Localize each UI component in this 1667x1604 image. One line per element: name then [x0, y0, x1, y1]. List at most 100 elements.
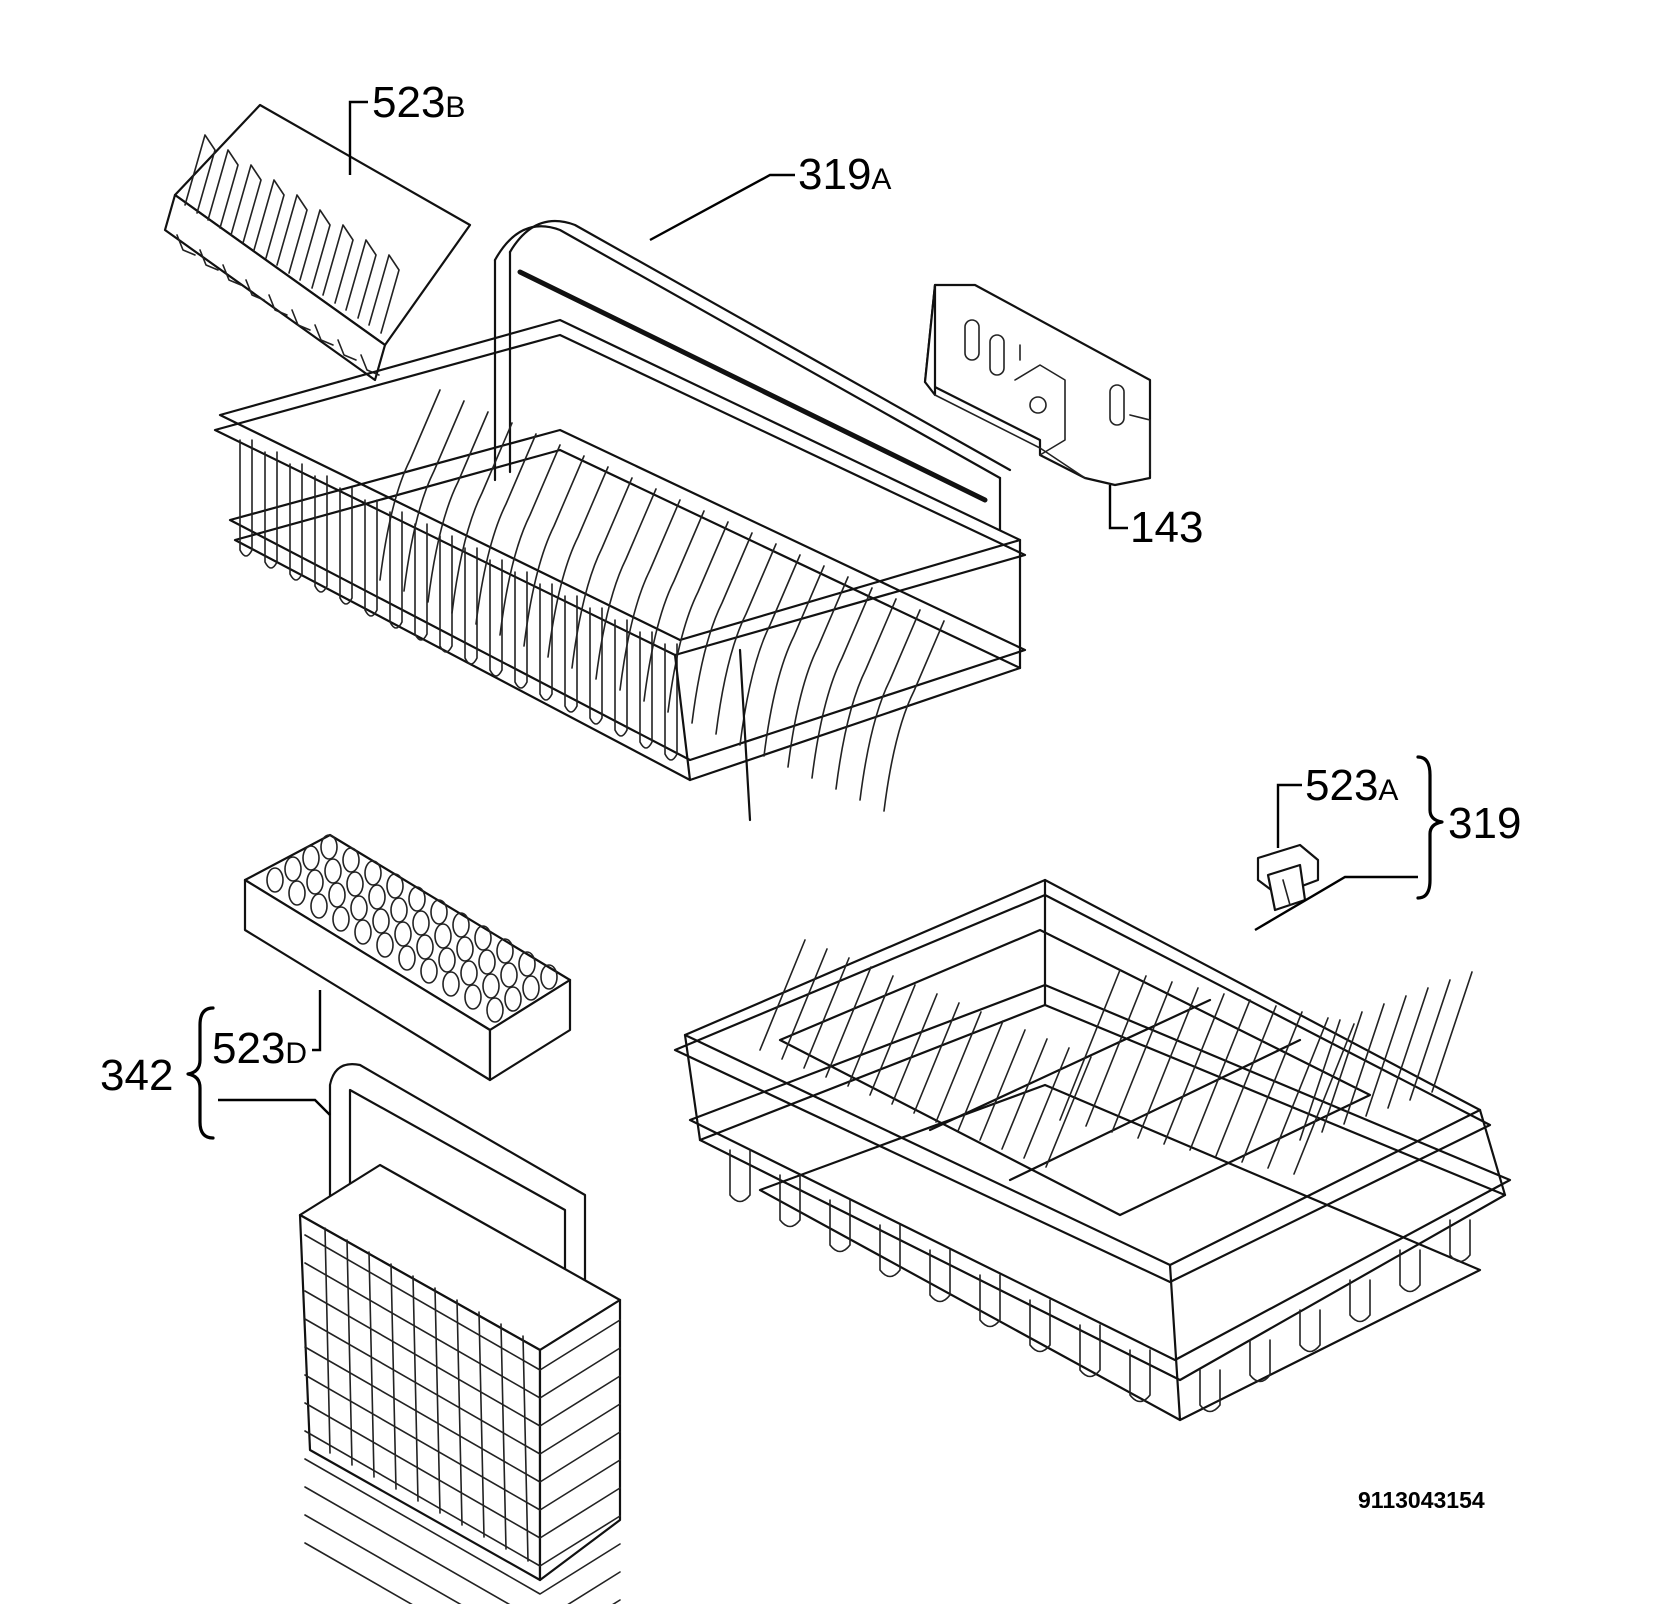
- rack-foot: [291, 309, 311, 331]
- grid-hole: [266, 867, 284, 893]
- lower-basket-tine: [781, 948, 828, 1060]
- rack-tooth: [207, 149, 239, 229]
- basket-bar: [314, 475, 328, 593]
- mesh-line: [304, 1234, 621, 1371]
- basket-tine: [427, 411, 489, 603]
- lower-basket-leg: [1299, 1309, 1321, 1353]
- grid-hole: [460, 960, 478, 986]
- lower-basket-leg: [729, 1149, 751, 1203]
- lower-basket-tine: [891, 993, 938, 1105]
- lower-basket-tine: [1059, 969, 1121, 1121]
- basket-bar: [639, 631, 653, 749]
- lower-basket-tine: [1321, 1011, 1363, 1133]
- grid-hole: [412, 910, 430, 936]
- part-342-cutlery-basket: [298, 1063, 622, 1604]
- callout-523d: 523D: [212, 1024, 307, 1073]
- rack-foot: [314, 324, 334, 346]
- rack-tooth: [230, 164, 262, 244]
- grid-hole: [310, 893, 328, 919]
- grid-hole: [420, 958, 438, 984]
- grid-hole: [452, 912, 470, 938]
- basket-tine: [379, 389, 441, 581]
- grid-hole: [372, 908, 390, 934]
- basket-bar: [489, 559, 503, 677]
- grid-hole: [474, 925, 492, 951]
- part-319-lower-basket: [673, 878, 1512, 1422]
- basket-bar: [439, 535, 453, 653]
- mesh-line: [304, 1290, 621, 1427]
- basket-tine: [475, 433, 537, 625]
- rack-tooth: [276, 194, 308, 274]
- lower-basket-tine: [1189, 999, 1251, 1151]
- grid-hole: [482, 973, 500, 999]
- lower-basket-tine: [1293, 1023, 1355, 1175]
- document-number: 9113043154: [1358, 1487, 1485, 1513]
- lower-basket-leg: [879, 1224, 901, 1278]
- lower-basket-leg: [1349, 1279, 1371, 1323]
- grid-hole: [438, 947, 456, 973]
- mesh-rib: [412, 1275, 419, 1502]
- grid-hole: [284, 856, 302, 882]
- rack-foot: [245, 279, 265, 301]
- grid-hole: [394, 921, 412, 947]
- grid-hole: [500, 962, 518, 988]
- basket-bar: [264, 451, 278, 569]
- lower-basket-tine: [979, 1029, 1026, 1141]
- grid-hole: [496, 938, 514, 964]
- part-523b-plate-rack-insert: [163, 103, 472, 382]
- basket-tine: [763, 565, 825, 757]
- lower-basket-leg: [1249, 1339, 1271, 1383]
- grid-hole: [442, 971, 460, 997]
- callout-342: 342: [100, 1051, 173, 1100]
- lower-basket-tine: [935, 1011, 982, 1123]
- basket-bar: [289, 463, 303, 581]
- grid-hole: [332, 906, 350, 932]
- callout-319: 319: [1448, 799, 1521, 848]
- mesh-line: [304, 1318, 621, 1455]
- basket-bar: [514, 571, 528, 689]
- grid-hole: [416, 934, 434, 960]
- lower-basket-tine: [1431, 971, 1473, 1093]
- basket-tine: [547, 466, 609, 658]
- lower-basket-tine: [1215, 1005, 1277, 1157]
- mesh-rib: [434, 1287, 441, 1514]
- lower-basket-leg: [1399, 1249, 1421, 1293]
- basket-bar: [589, 607, 603, 725]
- basket-tine: [451, 422, 513, 614]
- grid-hole: [486, 997, 504, 1023]
- rack-foot: [222, 264, 242, 286]
- grid-hole: [328, 882, 346, 908]
- lower-basket-tine: [1365, 995, 1407, 1117]
- basket-tine: [787, 576, 849, 768]
- grid-hole: [478, 949, 496, 975]
- basket-tine: [715, 543, 777, 735]
- grid-hole: [376, 932, 394, 958]
- lower-basket-tine: [1137, 987, 1199, 1139]
- basket-tine: [835, 598, 897, 790]
- basket-tine: [667, 521, 729, 713]
- rack-foot: [268, 294, 288, 316]
- grid-hole: [434, 923, 452, 949]
- brace-342: [186, 1006, 215, 1140]
- grid-hole: [408, 886, 426, 912]
- leader-lines: [218, 100, 1418, 1116]
- lower-basket-tine: [957, 1020, 1004, 1132]
- basket-bar: [364, 499, 378, 617]
- lower-basket-tine: [1267, 1017, 1329, 1169]
- lower-basket-tine: [1387, 987, 1429, 1109]
- basket-bar: [414, 523, 428, 641]
- part-143-rail-bracket: [923, 283, 1152, 487]
- grid-hole: [306, 869, 324, 895]
- lower-basket-tine: [1409, 979, 1451, 1101]
- callout-143: 143: [1130, 503, 1203, 552]
- mesh-line: [304, 1346, 621, 1483]
- basket-tine: [739, 554, 801, 746]
- lower-basket-leg: [1029, 1299, 1051, 1353]
- mesh-rib: [368, 1251, 375, 1478]
- grid-hole: [430, 899, 448, 925]
- mesh-rib: [324, 1227, 331, 1454]
- lower-basket-leg: [779, 1174, 801, 1228]
- lower-basket-leg: [829, 1199, 851, 1253]
- grid-hole: [368, 884, 386, 910]
- grid-hole: [324, 858, 342, 884]
